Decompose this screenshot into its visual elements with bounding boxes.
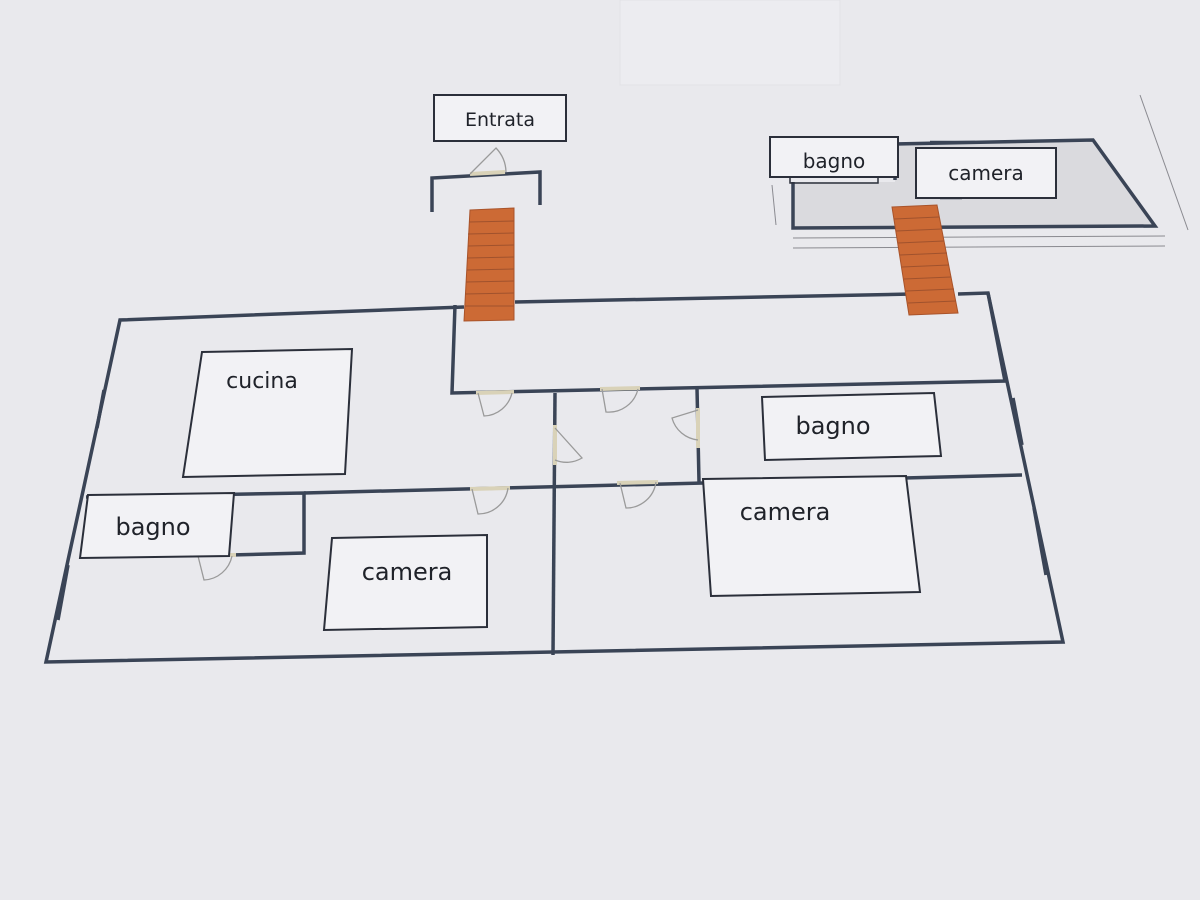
bedroom-right-text: camera [740, 498, 831, 526]
annex-bath-text: bagno [803, 149, 866, 173]
kitchen-text: cucina [226, 369, 298, 394]
entrance-door [469, 147, 507, 176]
door-hall-vertical [553, 425, 584, 465]
bedroom-left-label: camera [322, 533, 488, 632]
door-bedroom-left [469, 486, 511, 515]
door-corridor-bath [599, 386, 641, 413]
annex-bedroom-text: camera [948, 161, 1024, 185]
door-bath-right [671, 408, 700, 448]
stairs-entrance [463, 207, 515, 322]
annex-bedroom-label: camera [915, 147, 1057, 199]
entrance-text: Entrata [465, 109, 535, 131]
entrance-label: Entrata [433, 94, 567, 142]
stairs-annex [891, 204, 959, 316]
annex-bath-label: bagno [769, 136, 899, 184]
bedroom-left-text: camera [362, 558, 453, 586]
door-bedroom-right [616, 480, 659, 509]
paper-shadow [619, 0, 841, 86]
bath-right-label: bagno [760, 391, 943, 462]
door-corridor-kitchen [475, 390, 515, 417]
bath-left-label: bagno [78, 491, 236, 560]
bedroom-right-label: camera [701, 474, 922, 598]
bath-right-text: bagno [795, 412, 870, 440]
kitchen-label: cucina [181, 347, 354, 479]
bath-left-text: bagno [115, 513, 190, 541]
